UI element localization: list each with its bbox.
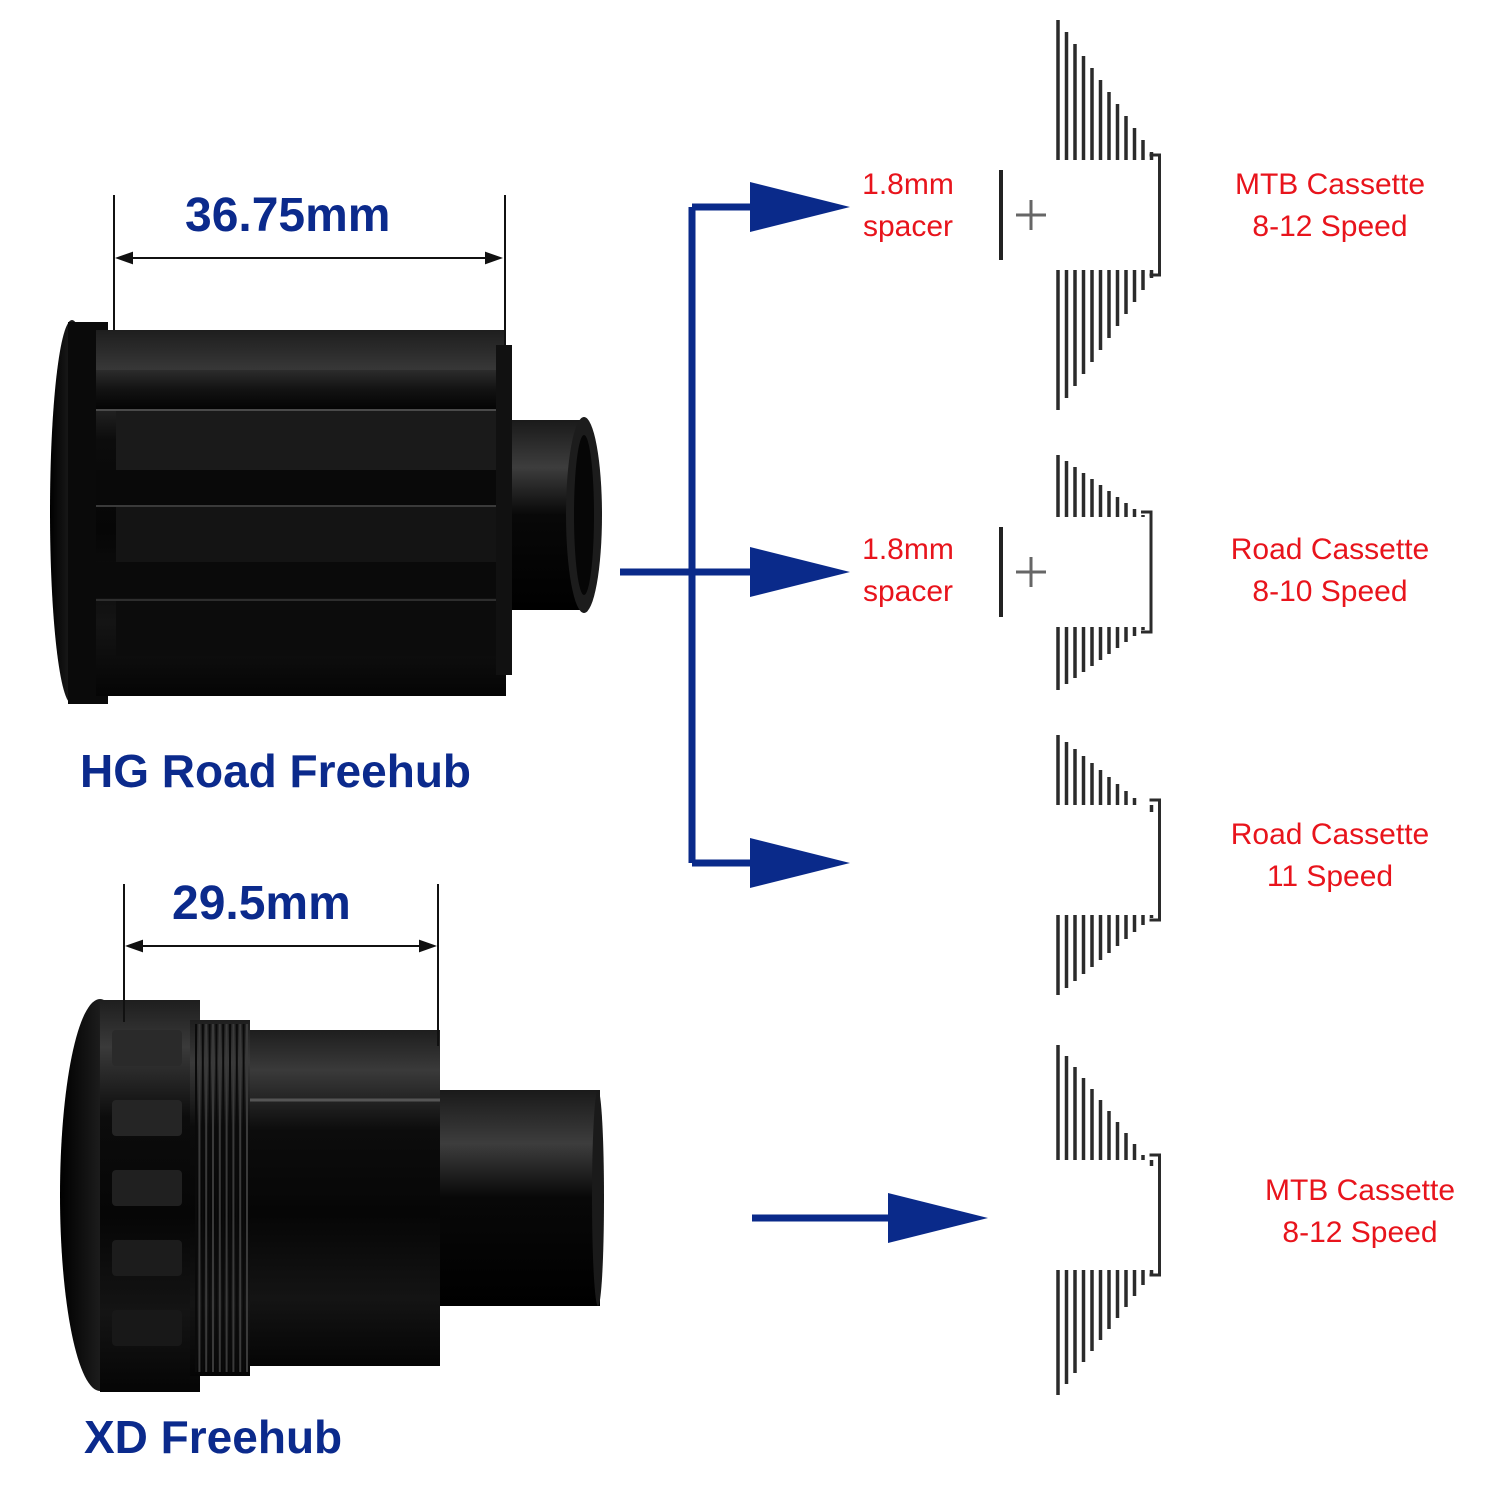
cassette-label-1: MTB Cassette 8-12 Speed	[1200, 164, 1460, 248]
cassette-icon	[1056, 20, 1161, 1395]
lockring	[1149, 153, 1161, 277]
arrow-icon	[620, 182, 988, 1243]
xd-dimension-label: 29.5mm	[172, 877, 351, 930]
hg-dimension-label: 36.75mm	[185, 189, 391, 242]
arrow-head	[750, 182, 850, 232]
arrow-head	[750, 547, 850, 597]
cassette-cogs	[1056, 20, 1161, 410]
xd-freehub-title: XD Freehub	[84, 1411, 343, 1463]
cassette-label-2-line1: Road Cassette	[1230, 533, 1430, 566]
cassette-label-1-line2: 8-12 Speed	[1252, 210, 1408, 243]
lockring	[1149, 1153, 1161, 1277]
spacer-label-1-line2: spacer	[862, 210, 954, 243]
arrow-head	[750, 838, 850, 888]
cassette-label-1-line1: MTB Cassette	[1234, 168, 1426, 201]
cassette-label-2-line2: 8-10 Speed	[1252, 575, 1408, 608]
spacer-label-2-line2: spacer	[862, 575, 954, 608]
spacer-label-1-line1: 1.8mm	[862, 168, 954, 201]
cassette-label-4-line1: MTB Cassette	[1264, 1174, 1456, 1207]
cassette-label-4: MTB Cassette 8-12 Speed	[1230, 1170, 1490, 1254]
dimension-line-xd	[123, 884, 439, 1046]
hg-freehub-title: HG Road Freehub	[80, 745, 472, 797]
cassette-cogs	[1056, 455, 1153, 690]
dimension-line-hg	[113, 195, 506, 345]
cassette-label-4-line2: 8-12 Speed	[1282, 1216, 1438, 1249]
spacer-icon	[999, 170, 1046, 617]
cassette-cogs	[1056, 1045, 1161, 1395]
lockring	[1149, 798, 1161, 922]
arrow-head	[888, 1193, 988, 1243]
freehub-hg-icon	[50, 320, 602, 704]
spacer-label-1: 1.8mm spacer	[848, 164, 968, 248]
spacer-label-2: 1.8mm spacer	[848, 529, 968, 613]
spacer-label-2-line1: 1.8mm	[862, 533, 954, 566]
cassette-cogs	[1056, 735, 1161, 995]
cassette-label-3-line1: Road Cassette	[1230, 818, 1430, 851]
cassette-label-2: Road Cassette 8-10 Speed	[1200, 529, 1460, 613]
freehub-xd-icon	[60, 999, 604, 1392]
cassette-label-3: Road Cassette 11 Speed	[1200, 814, 1460, 898]
lockring	[1141, 510, 1153, 634]
cassette-label-3-line2: 11 Speed	[1266, 860, 1394, 893]
